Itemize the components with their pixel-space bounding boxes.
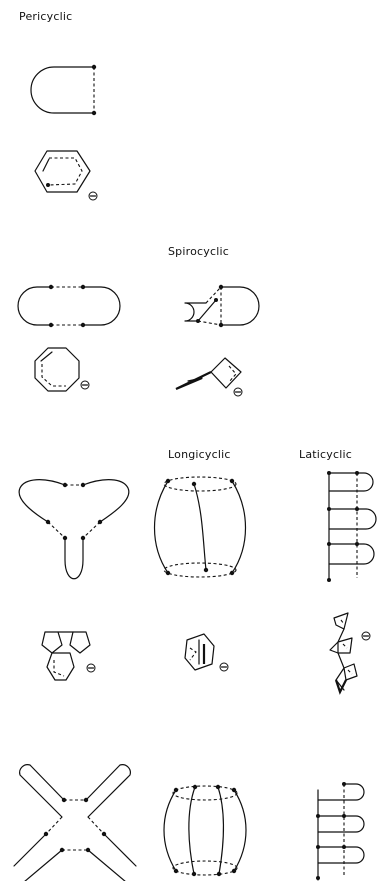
tricyclic-anion-molecule: [42, 632, 95, 680]
spirocyclic-loop-diagram: [18, 285, 120, 327]
minus-charge-icon: [81, 381, 89, 389]
longicyclic-barrel-diagram: [155, 477, 246, 577]
minus-charge-icon: [234, 388, 242, 396]
spirocyclic-spiro-molecule: [176, 358, 242, 396]
pericyclic-hexagon-molecule: [35, 151, 97, 200]
trefoil-loop-diagram: [19, 480, 129, 579]
minus-charge-icon: [362, 632, 370, 640]
laticyclic-ladder-diagram: [327, 471, 376, 582]
minus-charge-icon: [87, 664, 95, 672]
minus-charge-icon: [220, 663, 228, 671]
laticyclic-ladder-diagram-2: [316, 782, 364, 880]
laticyclic-anion-molecule: [330, 613, 370, 692]
pericyclic-loop-diagram: [31, 65, 96, 115]
cross-loop-diagram: [14, 765, 136, 881]
minus-charge-icon: [89, 192, 97, 200]
bicyclic-anion-molecule: [185, 634, 228, 671]
spirocyclic-twisted-loop-diagram: [185, 285, 259, 327]
spirocyclic-heptagon-molecule: [35, 348, 89, 391]
longicyclic-barrel-diagram-2: [164, 785, 246, 876]
